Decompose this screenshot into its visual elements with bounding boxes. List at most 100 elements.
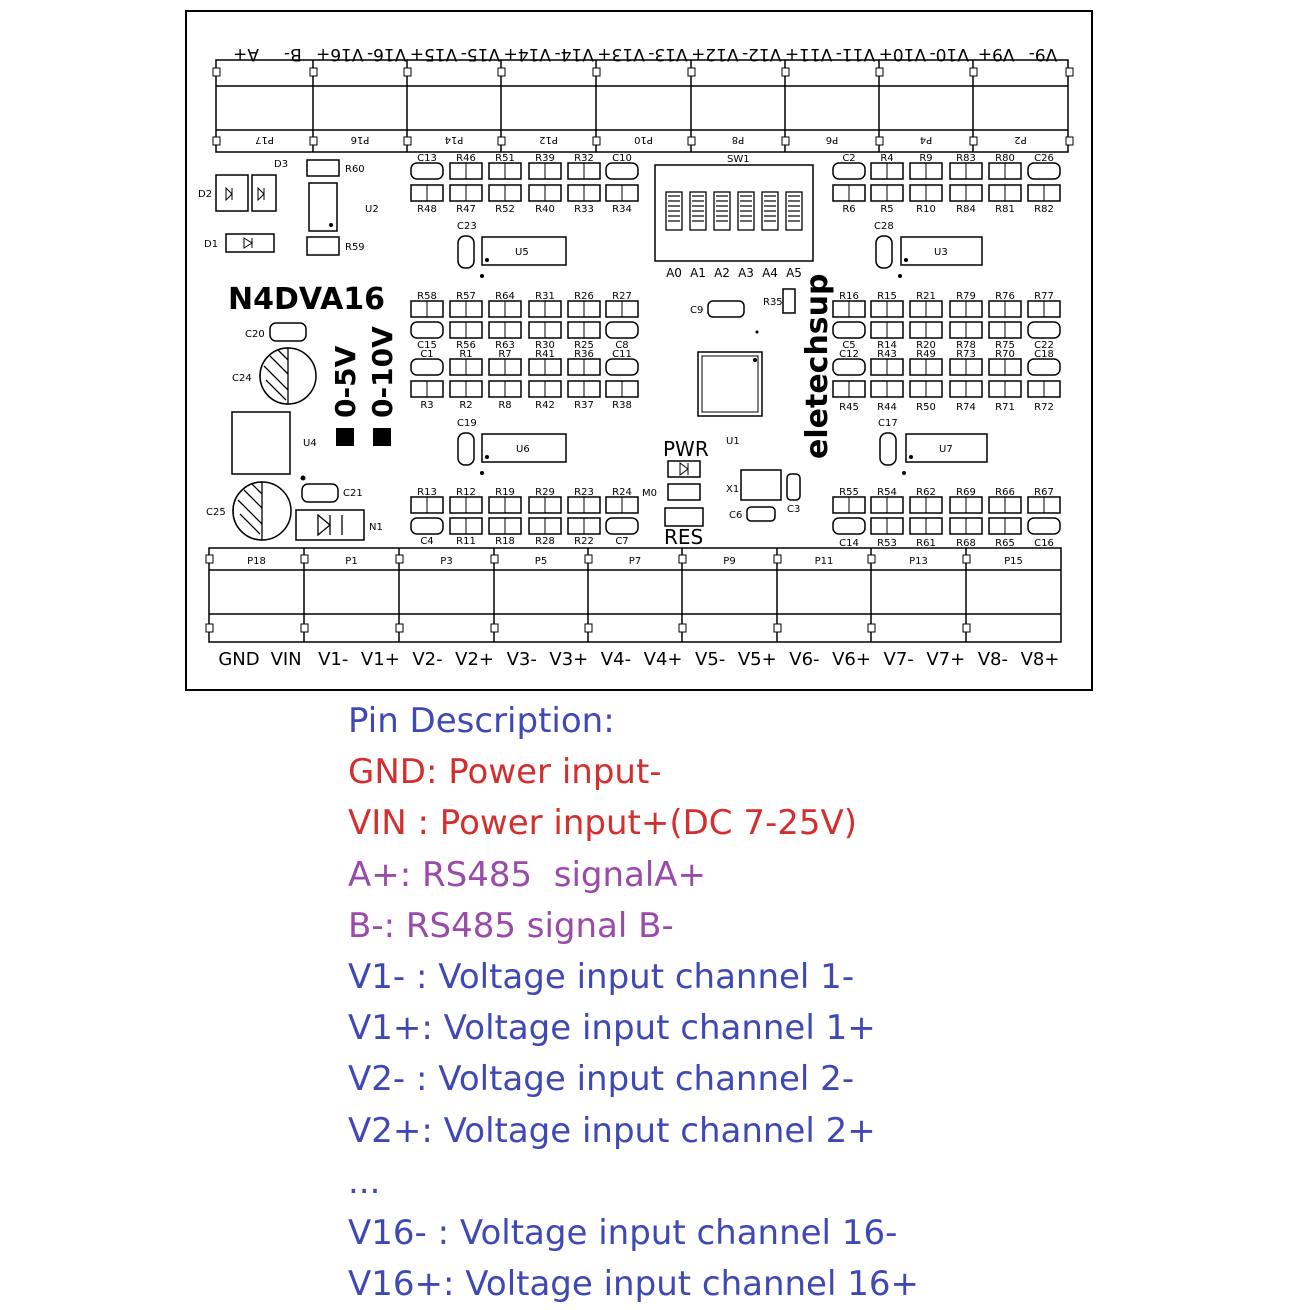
u2-pin1-dot — [329, 223, 333, 227]
component-label: R25 — [574, 340, 594, 351]
component-label: R72 — [1034, 402, 1054, 413]
component-label: R26 — [574, 291, 594, 302]
component-label: R51 — [495, 153, 515, 164]
bottom-terminal-label: V1+ — [361, 649, 400, 670]
top-port-pin-marker — [497, 67, 506, 77]
r60-label: R60 — [345, 164, 365, 175]
component-label: R23 — [574, 487, 594, 498]
component-label: R39 — [535, 153, 555, 164]
c25-hatch — [232, 481, 263, 541]
ic-u5 — [481, 236, 567, 266]
dip-address-label: A5 — [786, 266, 802, 280]
top-terminal-label: V15- — [461, 44, 500, 64]
top-terminal-label: V13- — [648, 44, 687, 64]
c21-pad — [301, 483, 339, 503]
bottom-port-label: P7 — [629, 556, 641, 567]
d3-symbol-icon — [257, 186, 265, 202]
n1-symbol-icon — [317, 513, 343, 537]
component-label: R45 — [839, 402, 859, 413]
component-label: R65 — [995, 538, 1015, 549]
top-port-pin-marker — [1065, 67, 1074, 77]
d3-diode — [251, 174, 277, 212]
pin-description-line: GND: Power input- — [348, 752, 662, 793]
component-label: C11 — [612, 349, 632, 360]
component-label: R48 — [417, 204, 437, 215]
component-label: R83 — [956, 153, 976, 164]
component-label: R82 — [1034, 204, 1054, 215]
pwr-led — [667, 460, 701, 478]
c25-label: C25 — [206, 507, 226, 518]
component-label: R6 — [842, 204, 855, 215]
bottom-terminal-label: V7- — [884, 649, 914, 670]
top-terminal-body — [215, 59, 1069, 153]
component-label: R64 — [495, 291, 515, 302]
bottom-terminal-label: V5- — [695, 649, 725, 670]
reset-button — [664, 507, 704, 527]
pwr-led-symbol-icon — [679, 462, 689, 476]
component-label: R7 — [498, 349, 511, 360]
component-label: R8 — [498, 400, 511, 411]
top-terminal-block — [215, 59, 1069, 153]
top-port-pin-marker — [592, 67, 601, 77]
bottom-terminal-label: V1- — [318, 649, 348, 670]
c19-label: C19 — [457, 418, 477, 429]
top-port-label: P2 — [1014, 134, 1026, 145]
component-label: R11 — [456, 536, 476, 547]
pin-description-line: V16+: Voltage input channel 16+ — [348, 1264, 919, 1305]
component-label: R29 — [535, 487, 555, 498]
u2-label: U2 — [365, 204, 379, 215]
top-terminal-label: V16+ — [316, 44, 364, 64]
u4-connector — [231, 411, 291, 475]
u5-pin1-dot — [485, 258, 489, 262]
top-port-pin-marker — [969, 136, 978, 146]
bottom-port-label: P3 — [440, 556, 452, 567]
top-terminal-label: V14+ — [504, 44, 552, 64]
dip-switch-slot — [689, 191, 707, 231]
dip-address-label: A4 — [762, 266, 778, 280]
c24-hatch — [259, 347, 289, 405]
component-label: R14 — [877, 340, 897, 351]
component-label: C13 — [417, 153, 437, 164]
u4-label: U4 — [303, 438, 317, 449]
top-port-label: P16 — [351, 134, 370, 145]
bottom-port-pin-marker — [678, 554, 687, 564]
capacitor-pad — [605, 517, 639, 535]
bottom-port-label: P13 — [909, 556, 928, 567]
component-label: R71 — [995, 402, 1015, 413]
top-port-label: P17 — [255, 134, 274, 145]
ic-u3 — [900, 236, 983, 266]
n1-tvs — [295, 509, 365, 541]
top-terminal-label: V14- — [554, 44, 593, 64]
capacitor-pad — [832, 162, 866, 180]
jumper-5v-pad — [336, 428, 354, 446]
component-label: R73 — [956, 349, 976, 360]
bottom-port-label: P5 — [535, 556, 547, 567]
ic-u7 — [905, 433, 988, 463]
capacitor-pad — [1027, 358, 1061, 376]
top-port-pin-marker — [212, 136, 221, 146]
component-label: R28 — [535, 536, 555, 547]
u3-pin1-dot — [904, 258, 908, 262]
u5-label: U5 — [515, 247, 529, 258]
bottom-terminal-label: V2- — [412, 649, 442, 670]
component-label: C15 — [417, 340, 437, 351]
top-terminal-label: V15+ — [410, 44, 458, 64]
top-port-pin-marker — [781, 67, 790, 77]
res-label: RES — [664, 525, 703, 549]
d3-label: D3 — [274, 159, 288, 170]
component-label: R66 — [995, 487, 1015, 498]
bottom-port-pin-marker — [300, 623, 309, 633]
component-label: R32 — [574, 153, 594, 164]
bottom-terminal-label: V8- — [978, 649, 1008, 670]
component-label: C4 — [420, 536, 433, 547]
component-label: R41 — [535, 349, 555, 360]
component-label: R15 — [877, 291, 897, 302]
range-5v-label: 0-5V — [329, 345, 362, 418]
bottom-port-pin-marker — [867, 554, 876, 564]
component-label: C26 — [1034, 153, 1054, 164]
dip-switch-slot — [713, 191, 731, 231]
component-label: R56 — [456, 340, 476, 351]
capacitor-pad — [410, 517, 444, 535]
top-port-label: P4 — [920, 134, 932, 145]
component-label: R50 — [916, 402, 936, 413]
